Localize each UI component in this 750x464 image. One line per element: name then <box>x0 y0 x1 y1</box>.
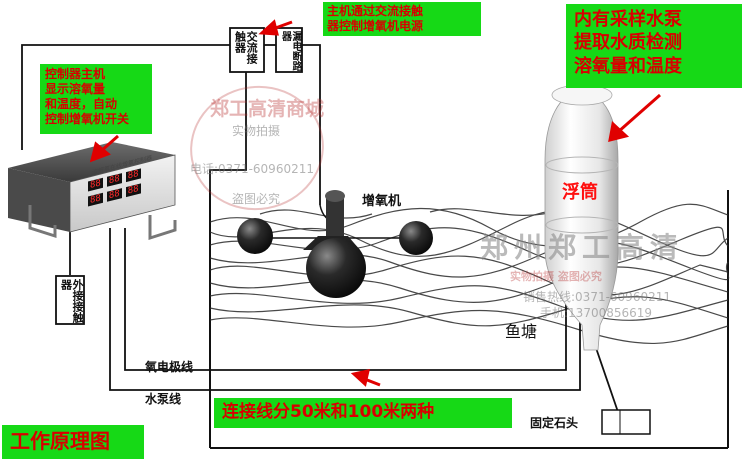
watermark-right-small-3: 手机:13700856619 <box>540 306 653 320</box>
watermark-right-logo: 郑州郑工高清 <box>480 231 685 264</box>
callout-left-line-2: 显示溶氧量 <box>45 82 106 96</box>
controller-handle-left <box>28 205 57 239</box>
callout-left-line-3: 和温度，自动 <box>45 97 118 111</box>
callout-top-center: 主机通过交流接触 器控制增氧机电源 <box>323 2 481 36</box>
ac-contactor-box <box>229 27 265 73</box>
label-aerator: 增氧机 <box>362 194 402 209</box>
watermark-center-title: 郑工高清商城 <box>210 98 325 120</box>
callout-right-line-2: 提取水质检测 <box>574 32 682 54</box>
watermark-right-small-1: 实物拍摄 盗图必究 <box>510 270 602 283</box>
controller-handle-right <box>148 215 177 241</box>
controller-unit <box>8 142 177 241</box>
label-ac-contactor: 交流接触器 <box>233 31 259 64</box>
external-contactor-box <box>55 275 85 325</box>
callout-left: 控制器主机 显示溶氧量 和温度，自动 控制增氧机开关 <box>40 64 152 134</box>
diagram-title: 工作原理图 <box>2 425 144 459</box>
watermark-center-line-2: 实物拍摄 <box>232 124 281 138</box>
callout-top-center-line-2: 器控制增氧机电源 <box>327 19 424 33</box>
label-float: 浮筒 <box>562 182 598 203</box>
anchor-stone <box>601 409 651 435</box>
watermark-center-line-3: 电话:0371-60960211 <box>190 162 314 176</box>
callout-left-line-1: 控制器主机 <box>45 67 106 81</box>
circuit-breaker-box <box>275 27 303 73</box>
callout-left-line-4: 控制增氧机开关 <box>45 112 130 126</box>
label-circuit-breaker: 漏电断路器 <box>279 31 302 71</box>
callout-arrows <box>89 19 661 387</box>
label-pond: 鱼塘 <box>505 322 538 341</box>
callout-right: 内有采样水泵 提取水质检测 溶氧量和温度 <box>566 4 742 88</box>
callout-right-line-1: 内有采样水泵 <box>574 9 682 30</box>
label-oxygen-cable: 氧电极线 <box>145 360 194 374</box>
aerator-device <box>237 190 433 298</box>
callout-right-line-3: 溶氧量和温度 <box>574 55 682 77</box>
pond-outline <box>209 190 729 449</box>
float-buoy <box>544 84 619 351</box>
label-external-contactor: 外接接触器 <box>59 279 85 323</box>
label-anchor-stone: 固定石头 <box>530 416 579 430</box>
callout-top-center-line-1: 主机通过交流接触 <box>327 4 424 18</box>
label-pump-cable: 水泵线 <box>145 392 182 406</box>
watermark-right-small-2: 销售热线:0371-60960211 <box>523 290 671 304</box>
wiring <box>21 44 619 413</box>
callout-bottom: 连接线分50米和100米两种 <box>214 398 512 428</box>
watermark-center-line-4: 盗图必究 <box>232 192 281 206</box>
